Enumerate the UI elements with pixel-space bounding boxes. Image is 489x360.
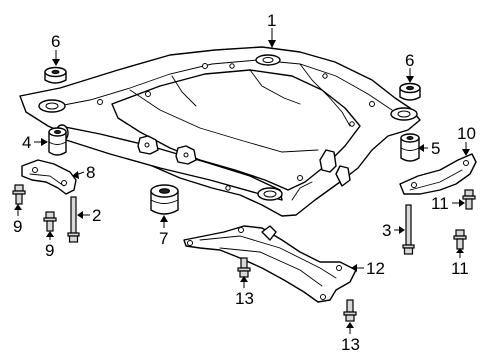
callout-9-lower: 9 [45,241,54,260]
bolt-part-11-upper[interactable] [462,189,476,210]
callout-6-left: 6 [51,32,60,51]
callout-9-upper: 9 [13,217,22,236]
callout-1: 1 [267,11,276,30]
bolt-part-13-lower[interactable] [343,299,357,322]
isolator-part-6-left[interactable] [44,66,67,84]
callout-labels: 1 2 3 4 5 6 6 7 8 9 9 10 11 11 12 13 13 [13,11,476,354]
brace-part-12[interactable] [183,225,357,303]
bushing-part-4[interactable] [48,127,67,156]
isolator-part-6-right[interactable] [399,82,421,101]
callout-5: 5 [431,139,440,158]
callout-11-lower: 11 [451,259,469,278]
callout-6-right: 6 [405,51,414,70]
leader-lines [14,28,470,334]
bushing-part-5[interactable] [400,133,420,162]
callout-4: 4 [22,133,31,152]
bolt-part-9-upper[interactable] [12,184,26,205]
bolt-part-9-lower[interactable] [43,211,57,232]
callout-10: 10 [457,124,476,143]
callout-11-upper: 11 [431,194,449,213]
callout-2: 2 [92,206,101,225]
mount-part-7[interactable] [150,184,179,215]
callout-12: 12 [366,259,385,278]
callout-8: 8 [86,163,95,182]
callout-3: 3 [382,221,391,240]
callout-13-upper: 13 [235,289,254,308]
callout-13-lower: 13 [341,335,360,354]
bracket-part-10[interactable] [399,153,477,195]
subframe-part-1[interactable] [19,46,421,217]
bolt-part-3[interactable] [402,204,415,255]
bolt-part-11-lower[interactable] [453,229,467,250]
callout-7: 7 [159,229,168,248]
bracket-part-8[interactable] [21,159,77,195]
bolt-part-2[interactable] [67,196,80,243]
